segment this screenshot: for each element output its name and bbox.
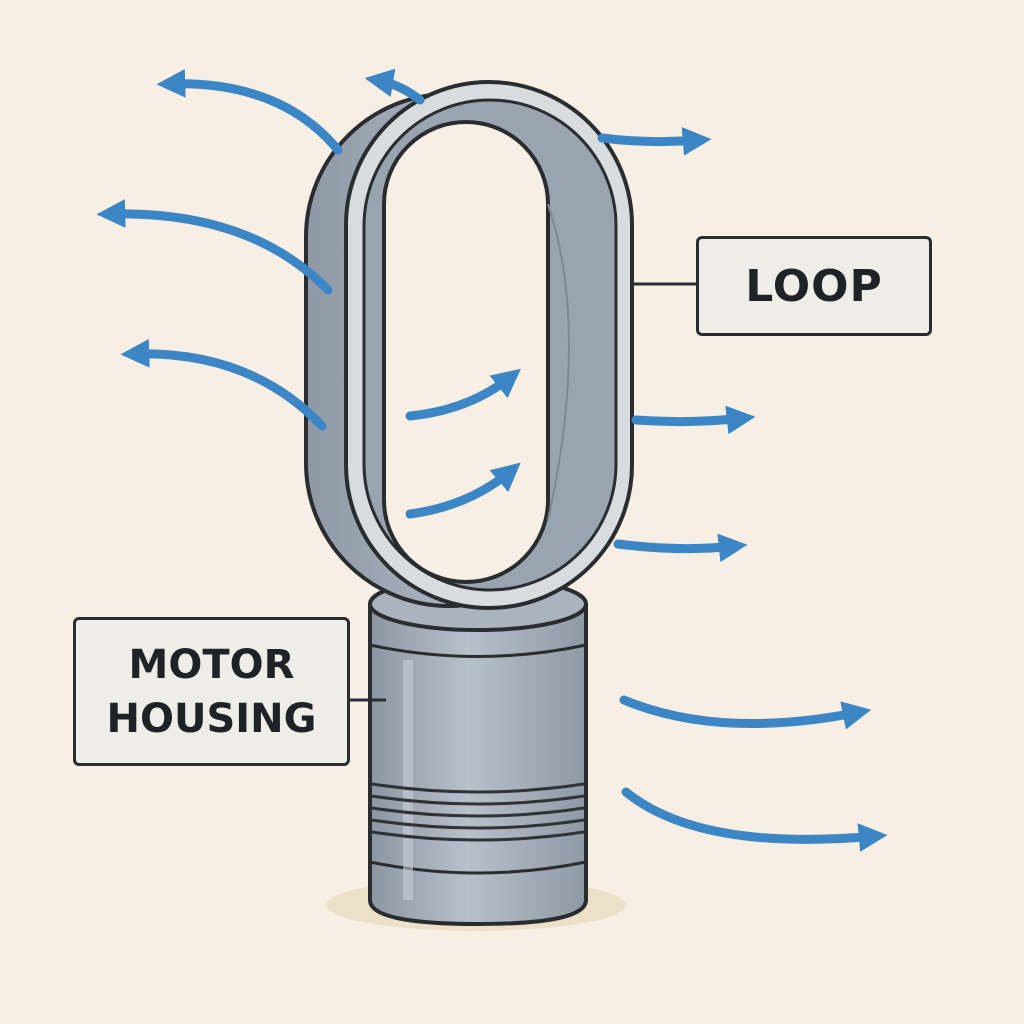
arrow-curved-icon xyxy=(621,787,888,852)
arrow-curved-icon xyxy=(597,127,712,156)
loop-label-text: LOOP xyxy=(745,260,883,312)
motor-housing-label-line1: MOTOR xyxy=(128,641,295,688)
arrow-curved-icon xyxy=(120,339,327,431)
arrow-curved-icon xyxy=(405,462,521,519)
arrow-curved-icon xyxy=(96,199,333,295)
motor-housing-label: MOTOR HOUSING xyxy=(73,617,350,766)
motor-housing-label-line2: HOUSING xyxy=(106,695,317,742)
arrow-curved-icon xyxy=(405,368,521,421)
arrow-curved-icon xyxy=(631,405,756,435)
vent-grille-icon xyxy=(371,782,585,842)
loop-label: LOOP xyxy=(696,236,932,336)
loop-ring xyxy=(304,80,634,610)
motor-housing xyxy=(368,576,588,926)
arrow-curved-icon xyxy=(613,533,748,563)
arrow-curved-icon xyxy=(156,68,343,155)
arrow-curved-icon xyxy=(364,68,425,105)
arrow-curved-icon xyxy=(619,695,872,730)
airflow-arrows xyxy=(96,68,888,852)
